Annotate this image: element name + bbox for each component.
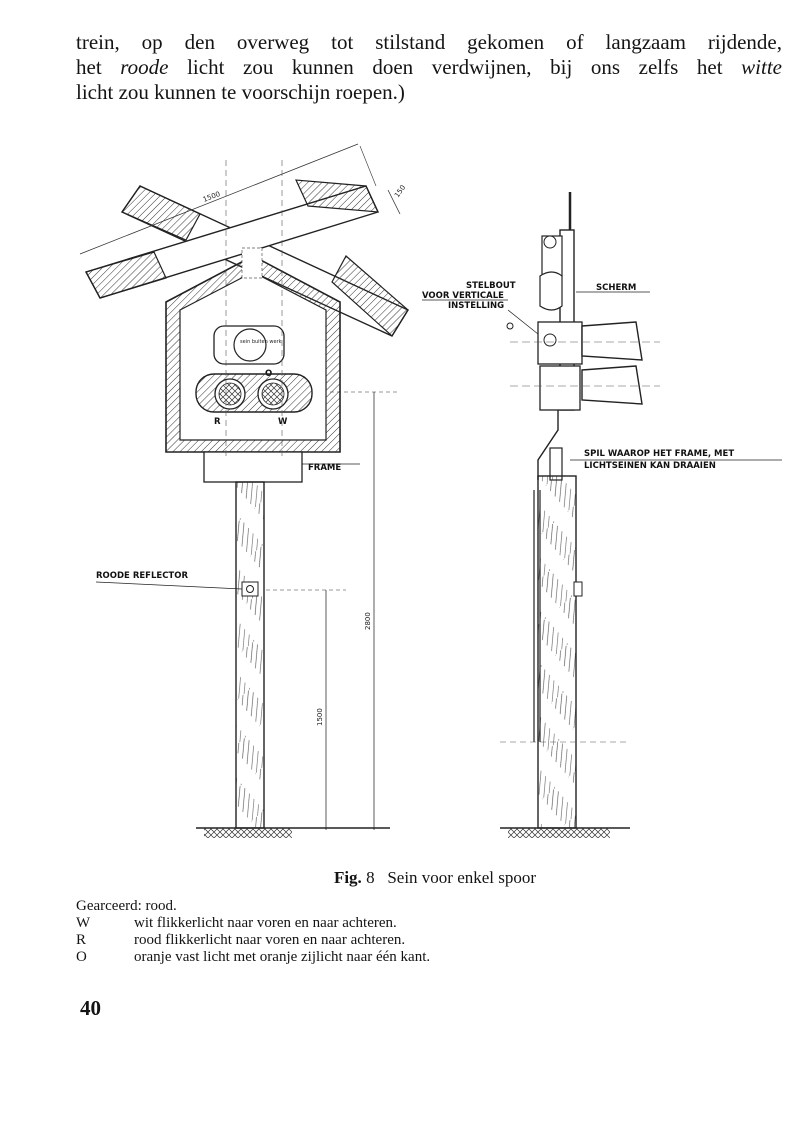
body-paragraph: trein, op den overweg tot stilstand geko…	[76, 30, 782, 105]
roode-reflector-label: ROODE REFLECTOR	[96, 571, 188, 581]
front-view: 1500 150 sein buiten werk O R W FRAME	[79, 143, 410, 838]
legend-row: Gearceerd: rood.	[76, 898, 177, 914]
spil-label-2: LICHTSEINEN KAN DRAAIEN	[584, 461, 716, 471]
scherm-label: SCHERM	[596, 283, 636, 293]
paragraph-line-3: licht zou kunnen te voorschijn roepen.)	[76, 80, 405, 104]
plate-label: sein buiten werk	[240, 339, 282, 345]
page-number: 40	[80, 996, 101, 1020]
lamp-w-label: W	[278, 417, 288, 427]
instelling-label: INSTELLING	[448, 301, 504, 311]
frame-label: FRAME	[308, 463, 341, 473]
voor-verticale-label: VOOR VERTICALE	[422, 291, 504, 301]
lamp-r-label: R	[214, 417, 221, 427]
dim-cross-width: 150	[393, 184, 407, 200]
side-post	[537, 475, 577, 829]
paragraph-line-2: het roode licht zou kunnen doen verdwijn…	[76, 55, 782, 79]
signal-drawing: 1500 150 sein buiten werk O R W FRAME	[79, 143, 782, 838]
signal-housing: sein buiten werk O R W	[165, 160, 341, 483]
dim-reflector-height: 1500	[316, 708, 324, 726]
dim-total-height: 2800	[364, 612, 372, 630]
side-view: STELBOUT VOOR VERTICALE INSTELLING SCHER…	[422, 192, 782, 838]
figure-caption: Fig. 8 Sein voor enkel spoor	[333, 868, 537, 887]
front-post	[235, 481, 265, 829]
spil-label-1: SPIL WAAROP HET FRAME, MET	[584, 449, 734, 459]
stelbout-label: STELBOUT	[466, 281, 516, 291]
paragraph-line-1: trein, op den overweg tot stilstand geko…	[76, 30, 782, 54]
andrew-cross: 1500 150	[79, 143, 410, 337]
